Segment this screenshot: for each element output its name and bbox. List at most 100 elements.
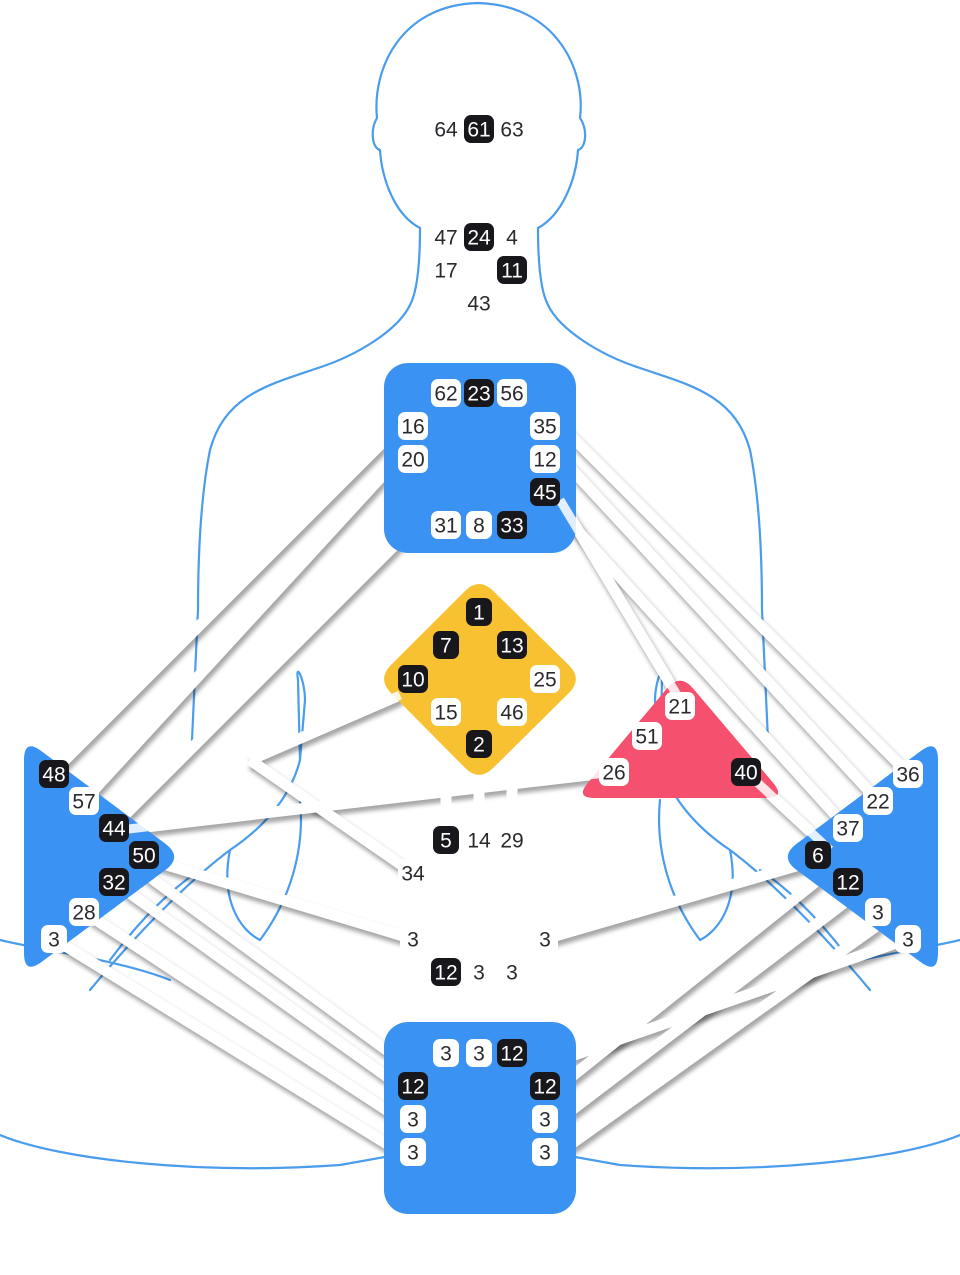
gate-63[interactable]: 63 xyxy=(497,115,527,143)
gate-4[interactable]: 4 xyxy=(499,223,525,251)
gate-3[interactable]: 3 xyxy=(433,1039,459,1067)
gate-badge-plain xyxy=(431,115,461,143)
channel-line xyxy=(56,426,399,769)
centers xyxy=(24,363,938,1214)
gate-number: 3 xyxy=(872,902,884,925)
gate-51[interactable]: 51 xyxy=(632,722,662,750)
gate-badge xyxy=(431,698,461,726)
gate-badge xyxy=(865,898,891,926)
gate-46[interactable]: 46 xyxy=(497,698,527,726)
gate-3[interactable]: 3 xyxy=(400,1105,426,1133)
gate-21[interactable]: 21 xyxy=(665,692,695,720)
gate-14[interactable]: 14 xyxy=(464,826,494,854)
gate-12[interactable]: 12 xyxy=(833,868,863,896)
gate-56[interactable]: 56 xyxy=(497,379,527,407)
gate-3[interactable]: 3 xyxy=(865,898,891,926)
gate-12[interactable]: 12 xyxy=(431,958,461,986)
gate-29[interactable]: 29 xyxy=(497,826,527,854)
gate-20[interactable]: 20 xyxy=(398,445,428,473)
gate-3[interactable]: 3 xyxy=(41,925,67,953)
gate-badge xyxy=(532,1138,558,1166)
gate-16[interactable]: 16 xyxy=(398,412,428,440)
spleen-center xyxy=(24,746,175,967)
gate-47[interactable]: 47 xyxy=(431,223,461,251)
gate-3[interactable]: 3 xyxy=(466,958,492,986)
gate-badge xyxy=(731,758,761,786)
gate-40[interactable]: 40 xyxy=(731,758,761,786)
gate-28[interactable]: 28 xyxy=(69,898,99,926)
gate-35[interactable]: 35 xyxy=(530,412,560,440)
gate-24[interactable]: 24 xyxy=(464,223,494,251)
gate-12[interactable]: 12 xyxy=(530,1072,560,1100)
gate-number: 14 xyxy=(467,830,491,853)
gate-badge xyxy=(530,1072,560,1100)
gate-11[interactable]: 11 xyxy=(497,256,527,284)
gate-10[interactable]: 10 xyxy=(398,665,428,693)
gate-number: 13 xyxy=(500,635,523,658)
gate-2[interactable]: 2 xyxy=(466,730,492,758)
channel-line-over xyxy=(556,497,684,703)
gate-badge xyxy=(398,665,428,693)
gate-32[interactable]: 32 xyxy=(99,868,129,896)
gate-44[interactable]: 44 xyxy=(99,814,129,842)
gate-3[interactable]: 3 xyxy=(895,925,921,953)
gate-7[interactable]: 7 xyxy=(433,631,459,659)
gate-3[interactable]: 3 xyxy=(532,1138,558,1166)
gate-3[interactable]: 3 xyxy=(400,1138,426,1166)
gate-6[interactable]: 6 xyxy=(805,841,831,869)
gate-number: 44 xyxy=(102,818,126,841)
gate-number: 24 xyxy=(467,227,491,250)
gate-1[interactable]: 1 xyxy=(466,598,492,626)
gate-15[interactable]: 15 xyxy=(431,698,461,726)
gate-badge-plain xyxy=(497,826,527,854)
gate-badge xyxy=(69,787,99,815)
gate-57[interactable]: 57 xyxy=(69,787,99,815)
gate-13[interactable]: 13 xyxy=(497,631,527,659)
gate-number: 3 xyxy=(407,1142,419,1165)
gate-25[interactable]: 25 xyxy=(530,665,560,693)
gate-64[interactable]: 64 xyxy=(431,115,461,143)
gate-number: 34 xyxy=(401,863,425,886)
gate-12[interactable]: 12 xyxy=(530,445,560,473)
gate-61[interactable]: 61 xyxy=(464,115,494,143)
gate-50[interactable]: 50 xyxy=(129,841,159,869)
gate-badge xyxy=(530,478,560,506)
channel-line xyxy=(51,934,403,1157)
gate-number: 21 xyxy=(668,696,691,719)
gate-badge xyxy=(431,511,461,539)
gate-12[interactable]: 12 xyxy=(398,1072,428,1100)
gate-badge xyxy=(665,692,695,720)
gate-43[interactable]: 43 xyxy=(464,289,494,317)
gate-badge xyxy=(497,379,527,407)
gate-31[interactable]: 31 xyxy=(431,511,461,539)
gate-22[interactable]: 22 xyxy=(863,787,893,815)
gate-62[interactable]: 62 xyxy=(431,379,461,407)
channel-line xyxy=(110,877,404,1091)
gate-37[interactable]: 37 xyxy=(833,814,863,842)
gate-5[interactable]: 5 xyxy=(433,826,459,854)
gate-3[interactable]: 3 xyxy=(532,925,558,953)
gate-34[interactable]: 34 xyxy=(398,859,428,887)
gate-badge xyxy=(41,925,67,953)
gate-3[interactable]: 3 xyxy=(400,925,426,953)
gate-3[interactable]: 3 xyxy=(466,1039,492,1067)
gate-45[interactable]: 45 xyxy=(530,478,560,506)
gate-3[interactable]: 3 xyxy=(532,1105,558,1133)
gate-badge xyxy=(833,814,863,842)
gate-badge xyxy=(497,256,527,284)
gate-3[interactable]: 3 xyxy=(499,958,525,986)
gate-8[interactable]: 8 xyxy=(466,511,492,539)
gate-36[interactable]: 36 xyxy=(893,760,923,788)
channel-line xyxy=(543,856,812,945)
gate-33[interactable]: 33 xyxy=(497,511,527,539)
gate-17[interactable]: 17 xyxy=(431,256,461,284)
gate-badge-plain xyxy=(499,223,525,251)
gate-number: 10 xyxy=(401,669,424,692)
gate-23[interactable]: 23 xyxy=(464,379,494,407)
root-center xyxy=(384,1022,576,1214)
gate-26[interactable]: 26 xyxy=(599,758,629,786)
gate-number: 45 xyxy=(533,482,556,505)
gate-48[interactable]: 48 xyxy=(39,760,69,788)
gate-12[interactable]: 12 xyxy=(497,1039,527,1067)
channel-line xyxy=(148,854,415,945)
